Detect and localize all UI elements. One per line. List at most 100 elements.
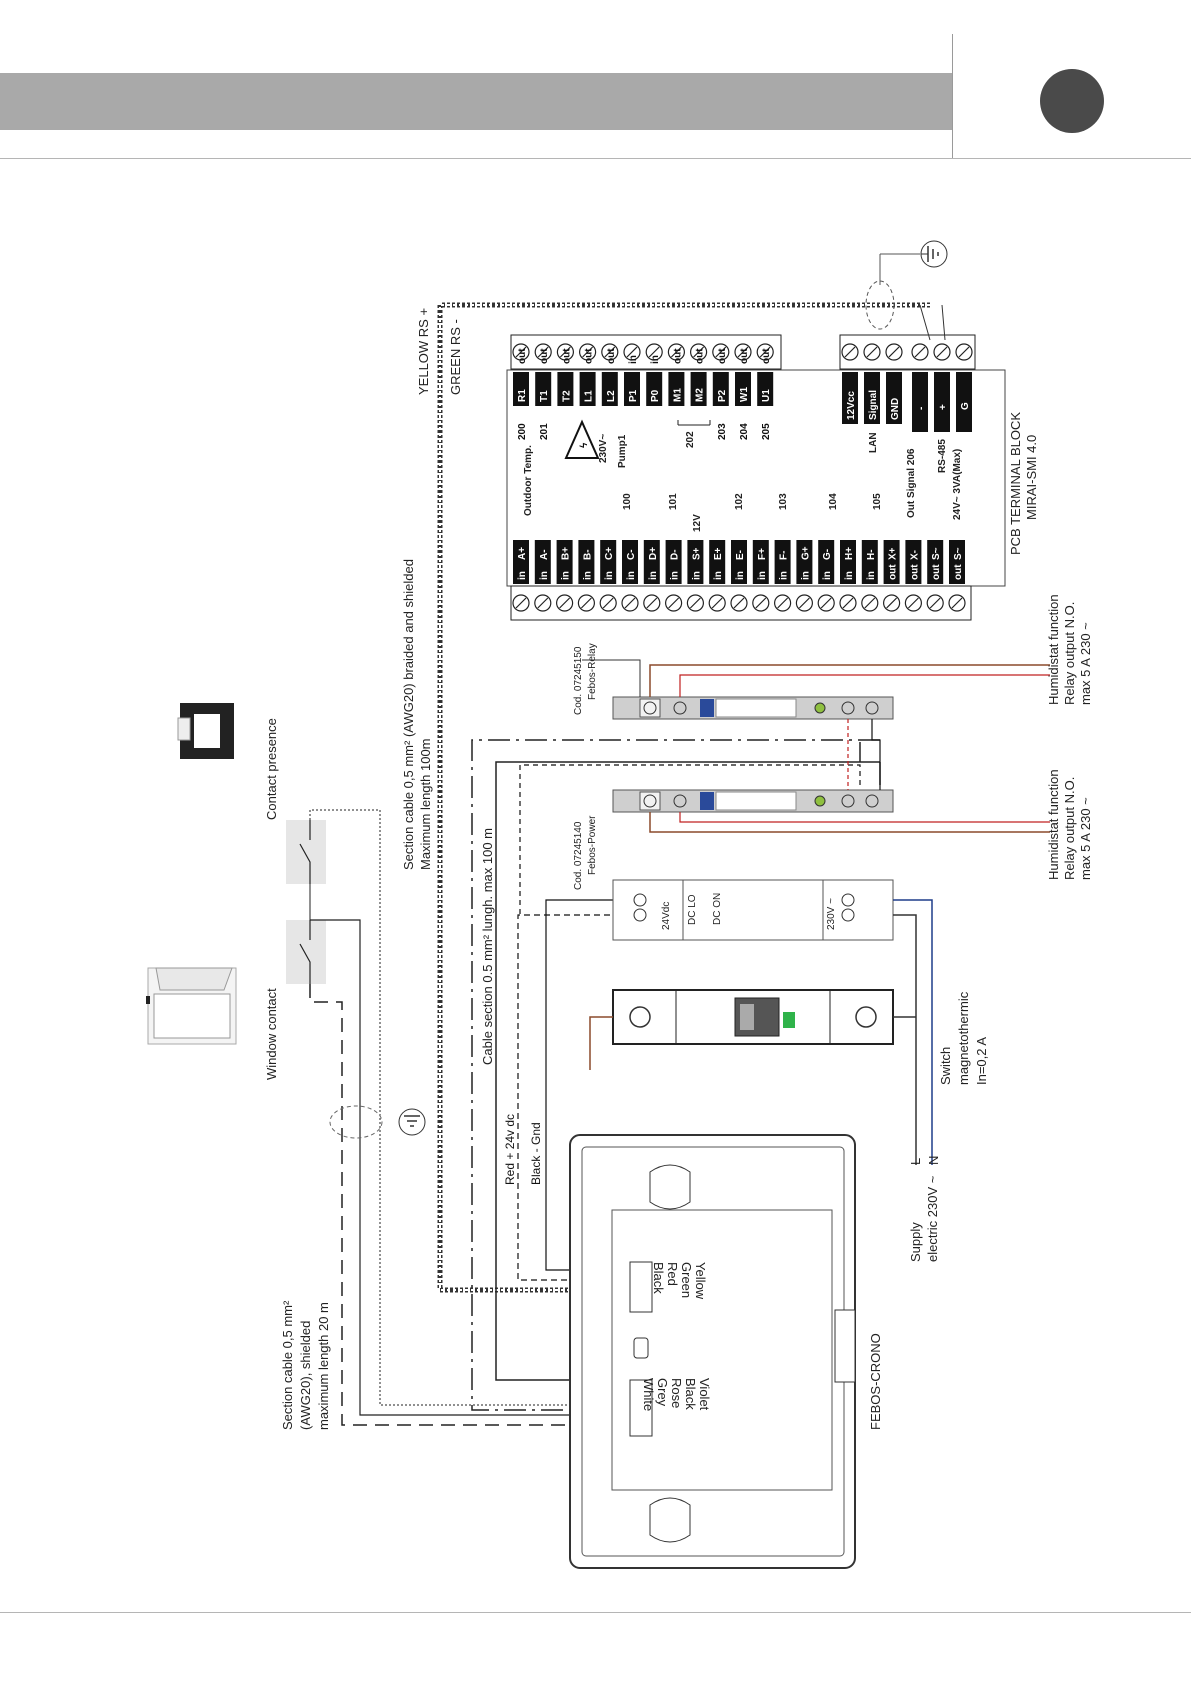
pcb-right-screw [734,343,752,361]
pcb-lan-tag [886,372,902,424]
pcb-left-terminal-tag [578,540,595,584]
relay1-name: Febos-Relay [587,643,598,700]
presence-contact-label: Contact presence [264,718,279,820]
humid1-line3: max 5 A 230 ~ [1078,622,1093,705]
pcb-right-terminal-tag [624,372,640,406]
pcb-left-terminal-dir: out [909,564,920,580]
pcb-left-terminal-dir: in [822,571,833,580]
pcb-left-screw [643,594,661,612]
group-104-label: 104 [828,493,839,510]
pcb-right-terminal-dir: out [584,348,595,364]
pcb-right-terminal-name: P1 [628,389,639,402]
pcb-left-screw [904,594,923,612]
pcb-left-terminal-tag [927,540,944,584]
humid2-line3: max 5 A 230 ~ [1078,797,1093,880]
pcb-left-terminal-name: C+ [604,547,615,560]
crono-wire-yellow: Yellow [693,1262,708,1300]
pcb-left-screw [861,594,879,612]
pcb-rs485-screw [933,343,951,361]
pcb-lan-name: 12Vcc [846,391,857,420]
pcb-left-terminal-name: G+ [800,546,811,560]
pcb-left-terminal-dir: in [713,571,724,580]
pcb-right-terminal-tag [646,372,663,406]
pcb-left-terminal-dir: in [648,571,659,580]
pcb-left-labels: inA+inA-inB+inB-inC+inC-inD+inD-inS+inE+… [513,540,965,584]
pcb-left-terminal-tag [556,540,573,584]
rs485-cable: YELLOW RS + GREEN RS - Section cable 0,5… [401,240,948,1293]
pcb-right-screw [712,343,730,361]
pcb-left-terminal-tag [861,540,878,584]
rs485-label: RS-485 [937,439,948,473]
pcb-left-terminal-name: S~ [953,547,964,560]
pcb-right-screw [556,343,575,361]
shielded-line2: (AWG20), shielded [298,1321,313,1430]
pcb-left-terminal-name: S~ [931,547,942,560]
window-contact-label: Window contact [264,988,279,1080]
pcb-left-terminal-dir: in [604,571,615,580]
pcb-left-terminal-tag [949,540,965,584]
pcb-left-terminal-dir: in [582,571,593,580]
pcb-lan-name: Signal [868,390,879,420]
pcb-left-terminal-dir: in [539,571,550,580]
pcb-right-terminal-name: L2 [606,390,617,402]
green-rs-label: GREEN RS - [448,319,463,395]
svg-text:ϟ: ϟ [579,442,590,448]
header-bar [0,73,952,130]
pcb-right-terminal-dir: out [672,348,683,364]
yellow-rs-label: YELLOW RS + [416,308,431,395]
crono-wire-red: Red [665,1262,680,1286]
pcb-left-terminal-dir: in [691,571,702,580]
pcb-left-terminal-name: A+ [517,547,528,560]
pcb-right-strip: R1out200T1out201T2outL1outL2outP1inP0inM… [510,334,976,440]
pcb-right-terminal-name: M1 [672,388,683,402]
crono-wire-violet: Violet [697,1378,712,1411]
pcb-left-terminal-tag [774,540,791,584]
pcb-left-terminal-dir: in [866,571,877,580]
pcb-left-terminal-dir: in [517,571,528,580]
shielded-line1: Section cable 0,5 mm² [280,1300,295,1430]
magnetothermic-breaker: Switch magnetothermic In=0,2 A [612,989,989,1085]
pcb-left-terminal-dir: in [626,571,637,580]
pcb-left-screw [599,594,617,612]
pcb-left-terminal-name: F+ [757,548,768,560]
shielded-line3: maximum length 20 m [316,1302,331,1430]
pcb-left-terminal-tag [534,540,551,584]
pcb-title: PCB TERMINAL BLOCK [1008,412,1023,555]
header-rule [0,158,1191,159]
pcb-left-screw [773,594,792,612]
crono-name: FEBOS-CRONO [868,1333,883,1430]
pcb-right-terminal-name: T2 [561,390,572,402]
pcb-right-terminal-num: 201 [539,423,550,440]
pcb-right-terminal-dir: out [606,348,617,364]
pcb-left-terminal-name: S+ [691,547,702,560]
red-24v-label: Red + 24v dc [503,1114,517,1185]
relay2-code: Cod. 07245140 [573,821,584,890]
humid2-line1: Humidistat function [1046,769,1061,880]
warning-triangle-icon: ϟ [564,419,600,459]
relay-febos-relay: Cod. 07245150 Febos-Relay [573,643,894,720]
pcb-rs485-tag [956,372,972,432]
pcb-model: MIRAI-SMI 4.0 [1024,435,1039,520]
pcb-left-terminal-tag [818,540,835,584]
pcb-right-terminal-name: R1 [517,389,528,402]
pcb-left-strip: inA+inA-inB+inB-inC+inC-inD+inD-inS+inE+… [510,540,972,621]
pcb-right-terminal-name: L1 [584,390,595,402]
window-contact: Window contact [146,920,326,1080]
crono-wire-black: Black [651,1262,666,1294]
pcb-left-terminal-tag [513,540,529,584]
group-103-label: 103 [778,493,789,510]
footer-rule [0,1612,1191,1613]
pcb-left-screw [555,594,574,612]
pcb-left-screw [839,594,857,612]
pcb-right-terminal-name: W1 [739,387,750,402]
supply-24v-label: 24V~ 3VA(Max) [952,449,963,520]
ps-dc-label: 24Vdc [661,902,672,930]
pcb-right-terminal-dir: in [650,355,661,364]
pcb-right-terminal-tag [712,372,729,406]
pcb-left-terminal-tag [687,540,704,584]
breaker-line2: magnetothermic [956,991,971,1085]
pcb-right-terminal-dir: out [695,348,706,364]
pcb-left-terminal-dir: in [735,571,746,580]
pcb-right-screw [689,343,708,361]
